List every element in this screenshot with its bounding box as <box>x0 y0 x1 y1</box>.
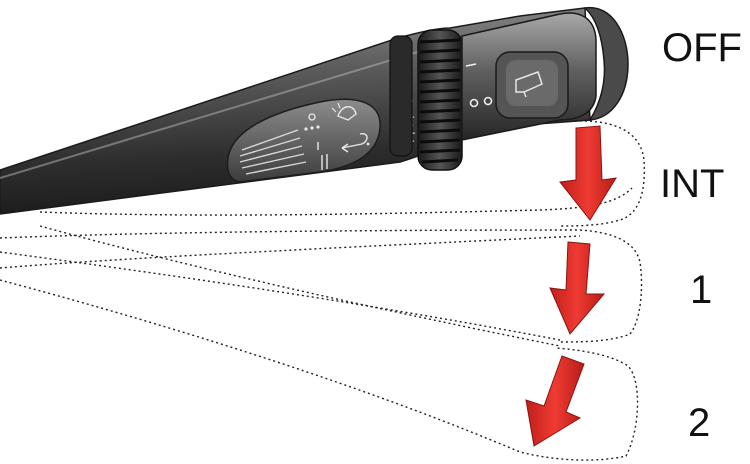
arrow-to-speed-2-icon <box>525 355 585 447</box>
arrow-to-int-icon <box>559 125 617 221</box>
arrow-to-speed-1-icon <box>549 241 606 335</box>
rotary-ring <box>389 29 463 171</box>
position-marks <box>465 63 493 108</box>
rear-wiper-button-icon <box>495 51 569 119</box>
position-label-speed-2: 2 <box>688 401 711 445</box>
position-label-speed-1: 1 <box>690 268 713 312</box>
ghost-position-1-outline <box>0 229 643 343</box>
washer-wiper-symbols-icon <box>226 98 381 183</box>
wiper-stalk <box>0 7 629 215</box>
ghost-position-int-outline <box>39 120 646 227</box>
position-label-int: INT <box>660 162 725 206</box>
ghost-position-2-outline <box>0 225 639 461</box>
position-label-off: OFF <box>662 26 742 70</box>
